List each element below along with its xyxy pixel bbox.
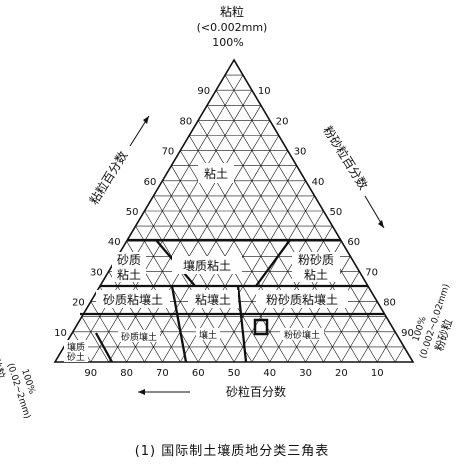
grid-line <box>224 74 396 363</box>
tick-label: 70 <box>365 267 378 278</box>
figure-caption: (1) 国际制土壤质地分类三角表 <box>134 444 330 459</box>
tick-label: 90 <box>197 86 210 97</box>
region-silty-clay-1: 粉砂质 <box>298 253 334 267</box>
bottom-axis-ticks: 90 80 70 60 50 40 30 20 10 <box>84 368 383 379</box>
right-corner-label: 100% (0.002~0.02mm) 粉砂粒 <box>411 283 455 360</box>
tick-label: 40 <box>312 177 325 188</box>
tick-label: 50 <box>126 207 139 218</box>
right-axis-title: 粉砂粒百分数 <box>320 123 371 192</box>
top-percent: 100% <box>212 36 243 49</box>
left-axis-title: 粘粒百分数 <box>86 148 131 207</box>
region-loam: 壤土 <box>199 329 217 341</box>
left-corner-label: 100% (0.02~2mm) 砂粒 <box>0 356 37 421</box>
region-loamy-sand-2: 砂土 <box>67 351 85 363</box>
grid-line <box>323 286 369 363</box>
region-sandy-loam: 砂质壤土 <box>121 331 157 343</box>
region-silty-clay-loam: 粉砂质粘壤土 <box>266 292 338 307</box>
tick-label: 20 <box>276 116 289 127</box>
grid-line <box>153 195 253 363</box>
grid-line <box>81 316 109 363</box>
tick-label: 60 <box>347 237 360 248</box>
tick-label: 50 <box>330 207 343 218</box>
right-axis-ticks: 10 20 30 40 50 60 70 80 90 <box>258 86 414 339</box>
bottom-axis-title: 砂粒百分数 <box>226 384 286 399</box>
boundary-sand-loam <box>170 285 188 363</box>
triangle-grid <box>63 74 405 363</box>
grid-line <box>144 135 280 363</box>
tick-label: 90 <box>84 368 97 379</box>
boundary-loamy-silty <box>255 239 291 287</box>
boundary-loam-silt <box>236 285 248 363</box>
triangle-frame <box>53 58 415 363</box>
left-axis-arrowhead <box>143 116 149 124</box>
region-silty-clay-2: 粘土 <box>304 267 328 282</box>
tick-label: 30 <box>294 147 307 158</box>
tick-label: 10 <box>54 328 67 339</box>
region-labels: 粘土 砂质 粘土 壤质粘土 粉砂质 粘土 砂质粘壤土 粘壤土 粉砂质粘壤土 砂质… <box>64 163 348 363</box>
tick-label: 60 <box>192 368 205 379</box>
grid-line <box>215 90 378 363</box>
tick-label: 20 <box>72 298 85 309</box>
tick-label: 90 <box>401 328 414 339</box>
grid-line <box>180 150 306 363</box>
boundary-loamy-sand <box>94 332 114 363</box>
region-sandy-clay-loam: 砂质粘壤土 <box>103 292 163 307</box>
region-silty-loam: 粉砂壤土 <box>284 329 320 341</box>
top-range: (<0.002mm) <box>197 21 268 34</box>
left-corner-name: 砂粒 <box>0 356 8 381</box>
bottom-axis-arrowhead <box>138 389 145 395</box>
tick-label: 20 <box>335 368 348 379</box>
grid-line <box>215 195 315 363</box>
grid-line <box>72 74 244 363</box>
region-loamy-clay: 壤质粘土 <box>183 258 231 273</box>
tick-label: 70 <box>156 368 169 379</box>
region-clay: 粘土 <box>204 166 228 181</box>
tick-label: 30 <box>299 368 312 379</box>
left-axis-ticks: 10 20 30 40 50 60 70 80 90 <box>54 86 210 339</box>
tick-label: 80 <box>179 116 192 127</box>
tick-label: 10 <box>371 368 384 379</box>
grid-line <box>394 346 405 363</box>
class-boundaries <box>80 238 384 363</box>
region-sandy-clay-2: 粘土 <box>117 267 141 282</box>
tick-label: 70 <box>162 147 175 158</box>
grid-line <box>359 316 387 363</box>
grid-line <box>197 120 342 363</box>
tick-label: 40 <box>108 237 121 248</box>
region-sandy-clay-1: 砂质 <box>117 253 141 267</box>
top-title: 粘粒 <box>220 4 244 19</box>
grid-line <box>126 120 271 363</box>
grid-line <box>206 105 360 363</box>
grid-line <box>90 90 253 363</box>
region-clay-loam: 粘壤土 <box>195 292 231 307</box>
right-axis-arrowhead <box>378 220 384 228</box>
tick-label: 10 <box>258 86 271 97</box>
grid-line <box>108 105 262 363</box>
tick-label: 80 <box>383 298 396 309</box>
tick-label: 40 <box>263 368 276 379</box>
tick-label: 30 <box>90 267 103 278</box>
tick-label: 80 <box>120 368 133 379</box>
region-loamy-sand-1: 壤质 <box>67 341 85 353</box>
marker-square <box>253 318 269 336</box>
tick-label: 60 <box>144 177 157 188</box>
tick-label: 50 <box>228 368 241 379</box>
